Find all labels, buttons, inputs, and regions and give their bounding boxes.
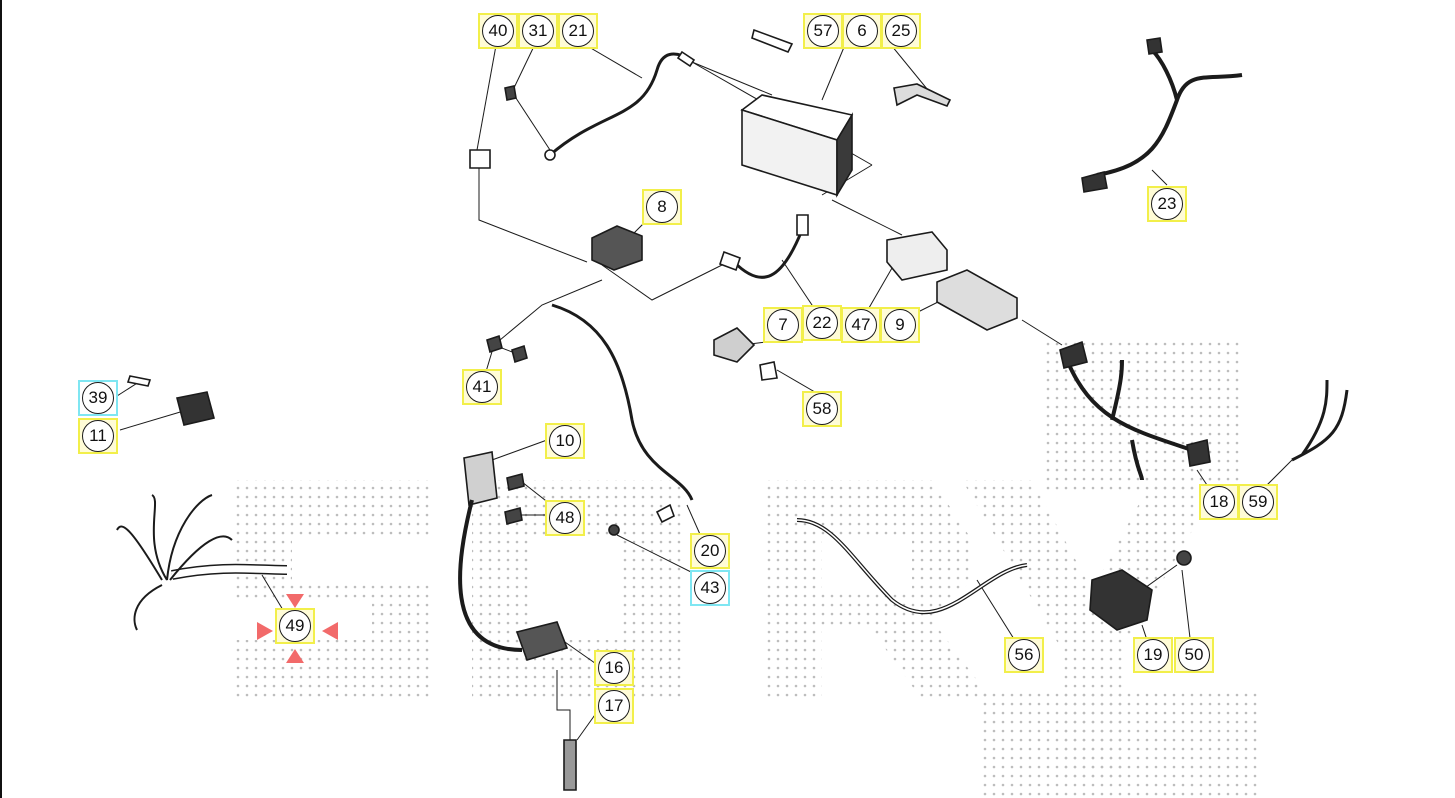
callout-11[interactable]: 11 xyxy=(78,418,118,454)
callout-number: 47 xyxy=(845,309,877,341)
callout-25[interactable]: 25 xyxy=(881,13,921,49)
callout-number: 58 xyxy=(806,393,838,425)
callout-number: 43 xyxy=(694,572,726,604)
selection-marker-bottom xyxy=(286,649,304,663)
callout-number: 7 xyxy=(767,309,799,341)
selection-marker-right xyxy=(322,622,338,640)
callout-number: 49 xyxy=(279,610,311,642)
callout-number: 19 xyxy=(1137,639,1169,671)
callout-7[interactable]: 7 xyxy=(763,307,803,343)
callout-number: 59 xyxy=(1242,486,1274,518)
callout-50[interactable]: 50 xyxy=(1174,637,1214,673)
callout-number: 20 xyxy=(694,535,726,567)
callout-43[interactable]: 43 xyxy=(690,570,730,606)
callout-number: 50 xyxy=(1178,639,1210,671)
callout-number: 31 xyxy=(522,15,554,47)
callout-number: 22 xyxy=(806,307,838,339)
callout-number: 41 xyxy=(466,371,498,403)
callout-31[interactable]: 31 xyxy=(518,13,558,49)
callout-number: 17 xyxy=(598,690,630,722)
selection-marker-left xyxy=(257,622,273,640)
callout-21[interactable]: 21 xyxy=(558,13,598,49)
callout-number: 56 xyxy=(1008,639,1040,671)
callout-23[interactable]: 23 xyxy=(1147,186,1187,222)
callout-number: 21 xyxy=(562,15,594,47)
callout-6[interactable]: 6 xyxy=(842,13,882,49)
callout-number: 9 xyxy=(884,309,916,341)
callout-18[interactable]: 18 xyxy=(1199,484,1239,520)
callout-57[interactable]: 57 xyxy=(803,13,843,49)
callout-number: 40 xyxy=(482,15,514,47)
watermark xyxy=(232,340,1262,798)
callout-39[interactable]: 39 xyxy=(78,380,118,416)
callout-49[interactable]: 49 xyxy=(275,608,315,644)
callout-number: 48 xyxy=(549,502,581,534)
callout-10[interactable]: 10 xyxy=(545,423,585,459)
callout-20[interactable]: 20 xyxy=(690,533,730,569)
callout-number: 25 xyxy=(885,15,917,47)
callout-number: 23 xyxy=(1151,188,1183,220)
callout-16[interactable]: 16 xyxy=(594,650,634,686)
callout-number: 16 xyxy=(598,652,630,684)
callout-number: 10 xyxy=(549,425,581,457)
components xyxy=(116,28,1349,791)
callout-9[interactable]: 9 xyxy=(880,307,920,343)
selection-marker-top xyxy=(286,594,304,608)
callout-number: 8 xyxy=(646,191,678,223)
callout-48[interactable]: 48 xyxy=(545,500,585,536)
callout-number: 6 xyxy=(846,15,878,47)
callout-number: 11 xyxy=(82,420,114,452)
callout-17[interactable]: 17 xyxy=(594,688,634,724)
callout-56[interactable]: 56 xyxy=(1004,637,1044,673)
callout-47[interactable]: 47 xyxy=(841,307,881,343)
callout-40[interactable]: 40 xyxy=(478,13,518,49)
callout-number: 18 xyxy=(1203,486,1235,518)
callout-number: 57 xyxy=(807,15,839,47)
callout-19[interactable]: 19 xyxy=(1133,637,1173,673)
callout-8[interactable]: 8 xyxy=(642,189,682,225)
callout-41[interactable]: 41 xyxy=(462,369,502,405)
callout-22[interactable]: 22 xyxy=(802,305,842,341)
callout-59[interactable]: 59 xyxy=(1238,484,1278,520)
callout-58[interactable]: 58 xyxy=(802,391,842,427)
callout-number: 39 xyxy=(82,382,114,414)
